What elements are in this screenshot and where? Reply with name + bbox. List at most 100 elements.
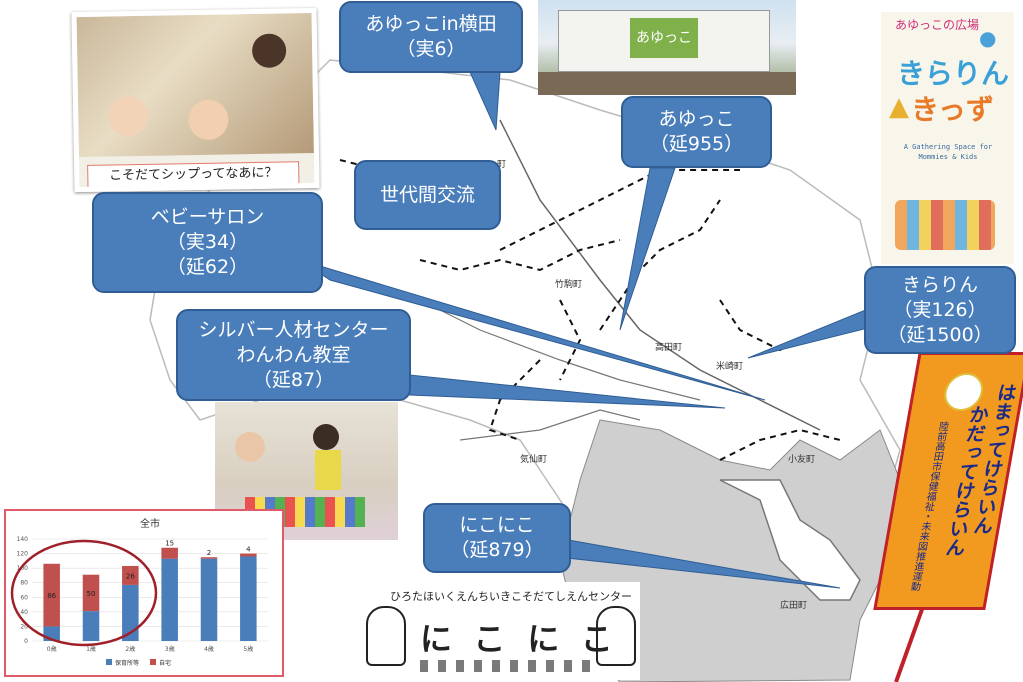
- town-label-hirota: 広田町: [780, 601, 808, 611]
- bar-jitaku: [161, 547, 178, 559]
- peninsula: [719, 479, 861, 601]
- callout-ayukko-line1: あゆっこ: [658, 108, 735, 130]
- district-boundary: [599, 199, 721, 331]
- kirari-title1: きらりん: [897, 57, 1010, 90]
- banner-hamatte: はまってけらいん かだってけらいん 陸前高田市保健福祉・未来図推進運動: [873, 352, 1023, 682]
- callout-yokota-line1: あゆっこin横田: [365, 13, 497, 35]
- bar-hoikusho: [82, 611, 100, 641]
- callout-nikoniko: にこにこ （延879）: [423, 503, 571, 573]
- nikoniko-logo-main: にこにこ: [420, 620, 635, 658]
- legend-label: 自宅: [159, 659, 171, 667]
- road: [459, 409, 641, 441]
- y-tick-label: 100: [17, 565, 29, 572]
- legend-label: 保育所等: [115, 659, 139, 667]
- road: [419, 299, 701, 401]
- callout-sedai: 世代間交流: [354, 160, 501, 230]
- y-tick-label: 140: [17, 536, 29, 543]
- callout-baby: ベビーサロン （実34） （延62）: [92, 192, 323, 293]
- district-boundary: [719, 428, 841, 461]
- y-tick-label: 120: [17, 551, 29, 558]
- district-boundary: [488, 359, 541, 441]
- bar-jitaku: [240, 553, 257, 557]
- highlight-ellipse: [10, 539, 158, 647]
- road: [499, 119, 821, 431]
- bar-hoikusho: [200, 558, 218, 641]
- callout-nikoniko-line1: にこにこ: [459, 514, 535, 536]
- chart-title: 全市: [140, 517, 160, 530]
- x-tick-label: 1歳: [86, 645, 96, 653]
- stacked-bar-chart: 全市 0 20 40 60 80 100 120 140 86 0歳 50 1歳 26 2歳 15 3歳 2 4歳 4…: [10, 517, 268, 667]
- callout-kirarin-line2: （実126）: [893, 298, 987, 321]
- callout-baby-line1: ベビーサロン: [150, 206, 265, 228]
- callout-baby-line3: （延62）: [166, 256, 249, 278]
- flowers-icon: [420, 660, 590, 672]
- callout-pointer: [619, 167, 676, 331]
- town-label-otomo: 小友町: [788, 455, 816, 465]
- y-tick-label: 0: [24, 638, 28, 645]
- data-label: 15: [165, 540, 174, 548]
- bar-jitaku: [200, 557, 218, 559]
- giraffe-icon: ▲: [889, 92, 909, 122]
- photo-ayukko-building: あゆっこ: [538, 0, 796, 95]
- callout-ayukko-line2: （延955）: [649, 133, 744, 155]
- elephant-icon: ●: [979, 26, 997, 50]
- kirari-sub: A Gathering Space for Mommies & Kids: [903, 143, 993, 161]
- callout-sedai-line1: 世代間交流: [379, 183, 475, 206]
- callout-pointer: [409, 374, 726, 409]
- district-boundary: [499, 169, 740, 251]
- callout-silver-line2: わんわん教室: [236, 343, 351, 366]
- town-label-kesen: 気仙町: [520, 455, 548, 465]
- district-boundary: [419, 239, 621, 272]
- callout-pointer: [469, 71, 501, 131]
- callout-kirarin: きらりん （実126） （延1500）: [864, 266, 1016, 354]
- y-tick-label: 20: [20, 623, 28, 630]
- district-boundary: [559, 299, 582, 381]
- x-tick-label: 3歳: [165, 645, 175, 653]
- x-tick-label: 4歳: [204, 645, 214, 653]
- callout-baby-line2: （実34）: [166, 231, 249, 253]
- callout-yokota-line2: （実6）: [396, 38, 466, 60]
- data-label: 50: [87, 590, 96, 598]
- bar-hoikusho: [122, 584, 139, 641]
- callout-ayukko: あゆっこ （延955）: [621, 96, 772, 168]
- bar-hoikusho: [161, 558, 178, 641]
- legend-swatch: [106, 659, 112, 665]
- y-tick-label: 80: [20, 580, 28, 587]
- baby-toys-icon: [895, 200, 995, 250]
- data-label: 26: [126, 572, 135, 580]
- x-tick-label: 0歳: [47, 645, 57, 653]
- town-label-yonesaki: 米崎町: [716, 362, 744, 372]
- bar-jitaku: [82, 574, 100, 612]
- kirari-title2: きっず: [911, 93, 994, 126]
- town-label-takata: 高田町: [655, 343, 683, 353]
- ayukko-sign: あゆっこ: [630, 18, 698, 58]
- callout-kirarin-line1: きらりん: [901, 273, 978, 296]
- nikoniko-logo: ひろたほいくえんちいきこそだてしえんセンター にこにこ: [360, 582, 640, 680]
- x-tick-label: 2歳: [125, 645, 135, 653]
- callout-yokota: あゆっこin横田 （実6）: [339, 1, 523, 73]
- photo-babies: こそだてシップってなあに？: [71, 7, 320, 193]
- callout-silver-line1: シルバー人材センター: [198, 318, 389, 341]
- y-tick-label: 40: [20, 609, 28, 616]
- town-label-yokota: 町: [497, 160, 507, 170]
- photo-children-blocks: [215, 402, 398, 540]
- data-label: 86: [47, 592, 56, 600]
- town-label-takekoma: 竹駒町: [555, 280, 583, 290]
- data-label: 2: [207, 549, 211, 557]
- banner-side: 陸前高田市保健福祉・未来図推進運動: [907, 421, 949, 591]
- chart-panel: 全市 0 20 40 60 80 100 120 140 86 0歳 50 1歳 26 2歳 15 3歳 2 4歳 4…: [4, 509, 284, 677]
- x-tick-label: 5歳: [243, 645, 253, 653]
- callout-kirarin-line3: （延1500）: [887, 323, 993, 346]
- kirari-top: あゆっこの広場: [895, 18, 980, 32]
- child-drawing-icon: [596, 606, 636, 666]
- callout-silver: シルバー人材センター わんわん教室 （延87）: [176, 309, 411, 401]
- y-tick-label: 60: [20, 594, 28, 601]
- legend-swatch: [150, 659, 156, 665]
- callout-silver-line3: （延87）: [252, 368, 335, 391]
- child-drawing-icon: [366, 606, 406, 666]
- callout-nikoniko-line2: （延879）: [450, 539, 544, 561]
- bar-jitaku: [122, 565, 139, 585]
- photo-caption: こそだてシップってなあに？: [87, 161, 300, 189]
- data-label: 4: [246, 546, 251, 554]
